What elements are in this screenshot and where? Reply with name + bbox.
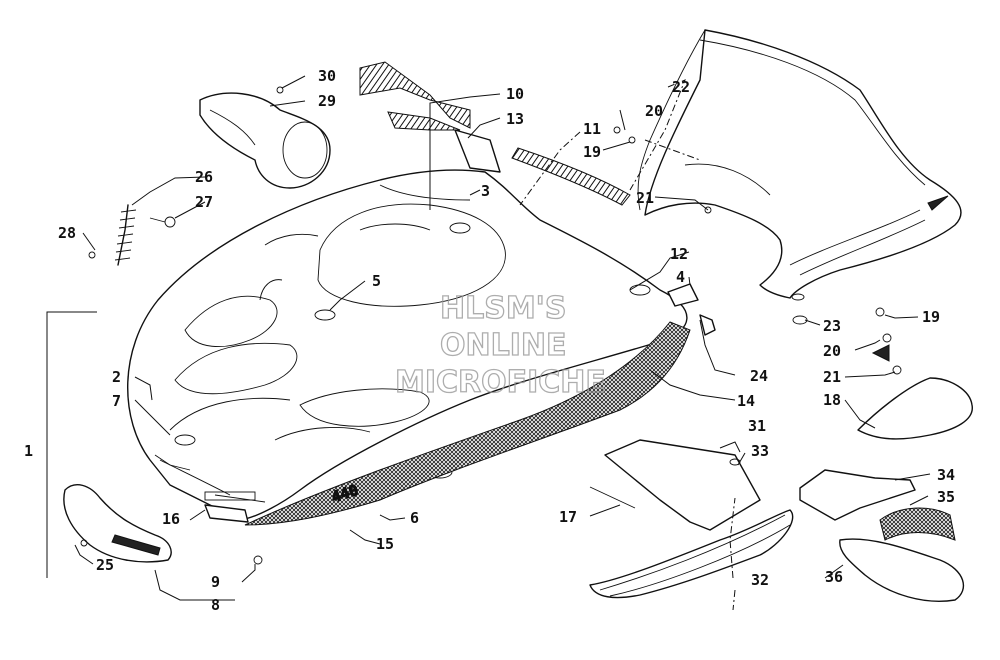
callout-33: 33	[751, 442, 769, 460]
callout-5: 5	[372, 272, 381, 290]
hood-decal-13	[454, 129, 501, 173]
windshield-outline	[644, 29, 962, 299]
callout-22: 22	[672, 78, 690, 96]
callout-19a: 19	[583, 143, 601, 161]
windshield-decal	[511, 147, 631, 206]
callout-9: 9	[211, 573, 220, 591]
leader-lines	[74, 75, 931, 611]
callout-25: 25	[96, 556, 114, 574]
callout-20a: 20	[645, 102, 663, 120]
hood-decal-10	[359, 61, 471, 131]
callout-24: 24	[750, 367, 768, 385]
callout-12: 12	[670, 245, 688, 263]
callout-8: 8	[211, 596, 220, 614]
callout-13: 13	[506, 110, 524, 128]
callouts: 1 2 3 4 5 6 7 8 9 10 11 12 13 14 15 16 1…	[24, 67, 955, 614]
callout-26: 26	[195, 168, 213, 186]
callout-36: 36	[825, 568, 843, 586]
watermark: HLSM'S ONLINE MICROFICHE	[394, 290, 606, 400]
watermark-line-3: MICROFICHE	[395, 365, 606, 400]
hardware	[80, 86, 902, 565]
callout-30: 30	[318, 67, 336, 85]
running-board	[589, 509, 794, 599]
callout-18: 18	[823, 391, 841, 409]
callout-10: 10	[506, 85, 524, 103]
callout-11: 11	[583, 120, 601, 138]
callout-21b: 21	[823, 368, 841, 386]
watermark-line-2: ONLINE	[440, 328, 567, 363]
callout-15: 15	[376, 535, 394, 553]
watermark-line-1: HLSM'S	[440, 291, 566, 326]
callout-27: 27	[195, 193, 213, 211]
callout-32: 32	[751, 571, 769, 589]
callout-2: 2	[112, 368, 121, 386]
hood-spring	[114, 204, 176, 266]
hood-vent-right	[299, 388, 430, 427]
callout-19b: 19	[922, 308, 940, 326]
hood-windshield-opening	[317, 203, 506, 307]
hood-outline	[127, 169, 688, 521]
side-panel	[604, 439, 761, 531]
callout-3: 3	[481, 182, 490, 200]
callout-23: 23	[823, 317, 841, 335]
callout-31: 31	[748, 417, 766, 435]
callout-4: 4	[676, 268, 685, 286]
front-grill	[63, 484, 172, 563]
callout-14: 14	[737, 392, 755, 410]
callout-29: 29	[318, 92, 336, 110]
callout-6: 6	[410, 509, 419, 527]
callout-16: 16	[162, 510, 180, 528]
bumper	[204, 504, 249, 523]
callout-7: 7	[112, 392, 121, 410]
decal-34	[799, 469, 916, 521]
callout-34: 34	[937, 466, 955, 484]
hood-vent-left	[184, 295, 278, 347]
hood-assembly	[127, 169, 688, 521]
callout-1: 1	[24, 442, 33, 460]
callout-21a: 21	[636, 189, 654, 207]
callout-35: 35	[937, 488, 955, 506]
decal-440	[244, 321, 691, 526]
callout-28: 28	[58, 224, 76, 242]
callout-20b: 20	[823, 342, 841, 360]
headlight-bezel	[199, 92, 331, 189]
footrest	[839, 507, 965, 602]
callout-17: 17	[559, 508, 577, 526]
mirror-bracket	[857, 377, 973, 440]
windshield	[637, 29, 962, 301]
hood-decal-12	[667, 283, 699, 307]
